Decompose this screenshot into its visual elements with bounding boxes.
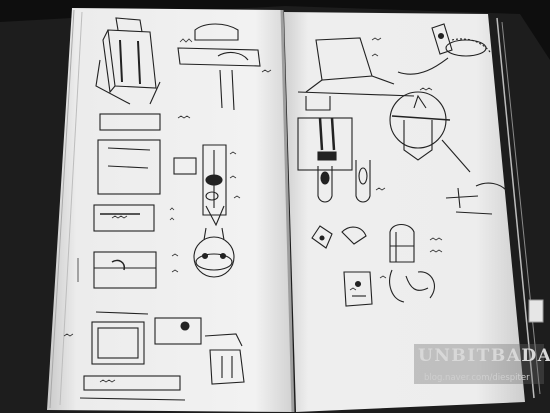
left-page (47, 8, 292, 412)
page-gutter (280, 9, 295, 413)
right-page-sketches (297, 23, 507, 307)
watermark-url: blog.naver.com/diespiter (424, 373, 530, 383)
watermark-title: UNBITBADA (418, 346, 550, 366)
watermark-backdrop (414, 344, 544, 384)
left-page-sketches (79, 17, 261, 401)
right-page (284, 12, 544, 412)
elastic-band-tab (528, 299, 544, 323)
handwritten-annotations (63, 37, 443, 383)
